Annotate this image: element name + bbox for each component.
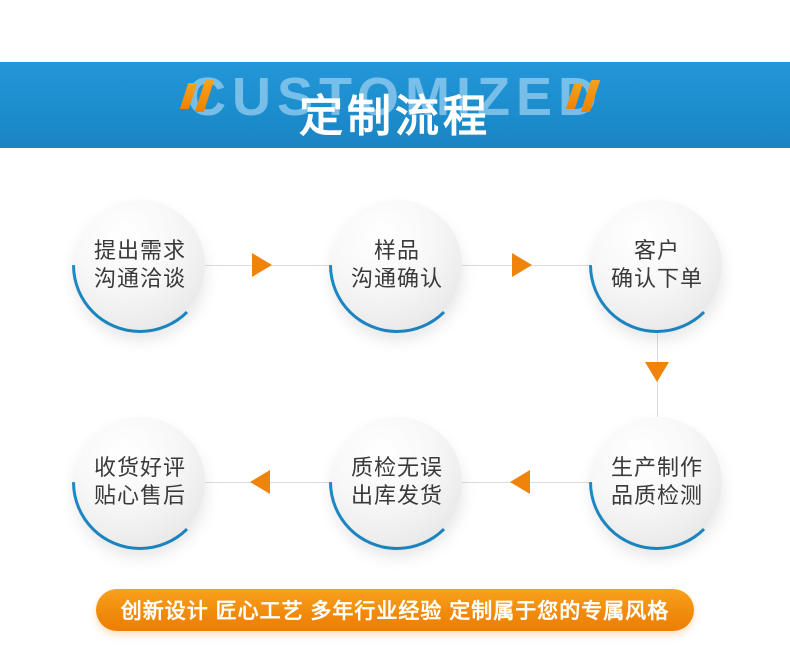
flow-arrow-right-icon xyxy=(512,253,532,277)
flow-arrow-left-icon xyxy=(250,470,270,494)
step-circle: 质检无误 出库发货 xyxy=(332,417,462,547)
step-text-line: 沟通确认 xyxy=(350,266,443,291)
banner-ghost-text: CUSTOMIZED xyxy=(186,67,603,127)
flow-arrow-right-icon xyxy=(252,253,272,277)
step-text-line: 质检无误 xyxy=(350,455,443,480)
step-circle-2: 样品 沟通确认 xyxy=(329,197,465,333)
footer-slogan: 创新设计 匠心工艺 多年行业经验 定制属于您的专属风格 xyxy=(120,600,670,623)
page-title: 定制流程 xyxy=(299,92,491,141)
step-text-line: 提出需求 xyxy=(93,238,186,263)
step-circle-3: 客户 确认下单 xyxy=(589,197,725,333)
step-circle: 收货好评 贴心售后 xyxy=(75,417,205,547)
step-text-line: 品质检测 xyxy=(610,483,703,508)
step-text-line: 沟通洽谈 xyxy=(93,266,186,291)
flow-arrow-down-icon xyxy=(645,362,669,382)
step-circle-6: 收货好评 贴心售后 xyxy=(72,414,208,550)
step-text-line: 收货好评 xyxy=(93,455,186,480)
footer-banner: 创新设计 匠心工艺 多年行业经验 定制属于您的专属风格 xyxy=(96,589,694,631)
step-circle: 提出需求 沟通洽谈 xyxy=(75,200,205,330)
flow-arrow-left-icon xyxy=(510,470,530,494)
step-text-line: 贴心售后 xyxy=(93,483,186,508)
step-circle-4: 生产制作 品质检测 xyxy=(589,414,725,550)
step-circle-5: 质检无误 出库发货 xyxy=(329,414,465,550)
step-circle: 生产制作 品质检测 xyxy=(592,417,722,547)
step-text-line: 样品 xyxy=(373,238,420,263)
step-text-line: 客户 xyxy=(633,238,680,263)
step-text-line: 生产制作 xyxy=(610,455,703,480)
step-text-line: 出库发货 xyxy=(350,483,443,508)
step-circle-1: 提出需求 沟通洽谈 xyxy=(72,197,208,333)
title-banner xyxy=(0,62,790,148)
step-circle: 客户 确认下单 xyxy=(592,200,722,330)
step-circle: 样品 沟通确认 xyxy=(332,200,462,330)
step-text-line: 确认下单 xyxy=(610,266,703,291)
